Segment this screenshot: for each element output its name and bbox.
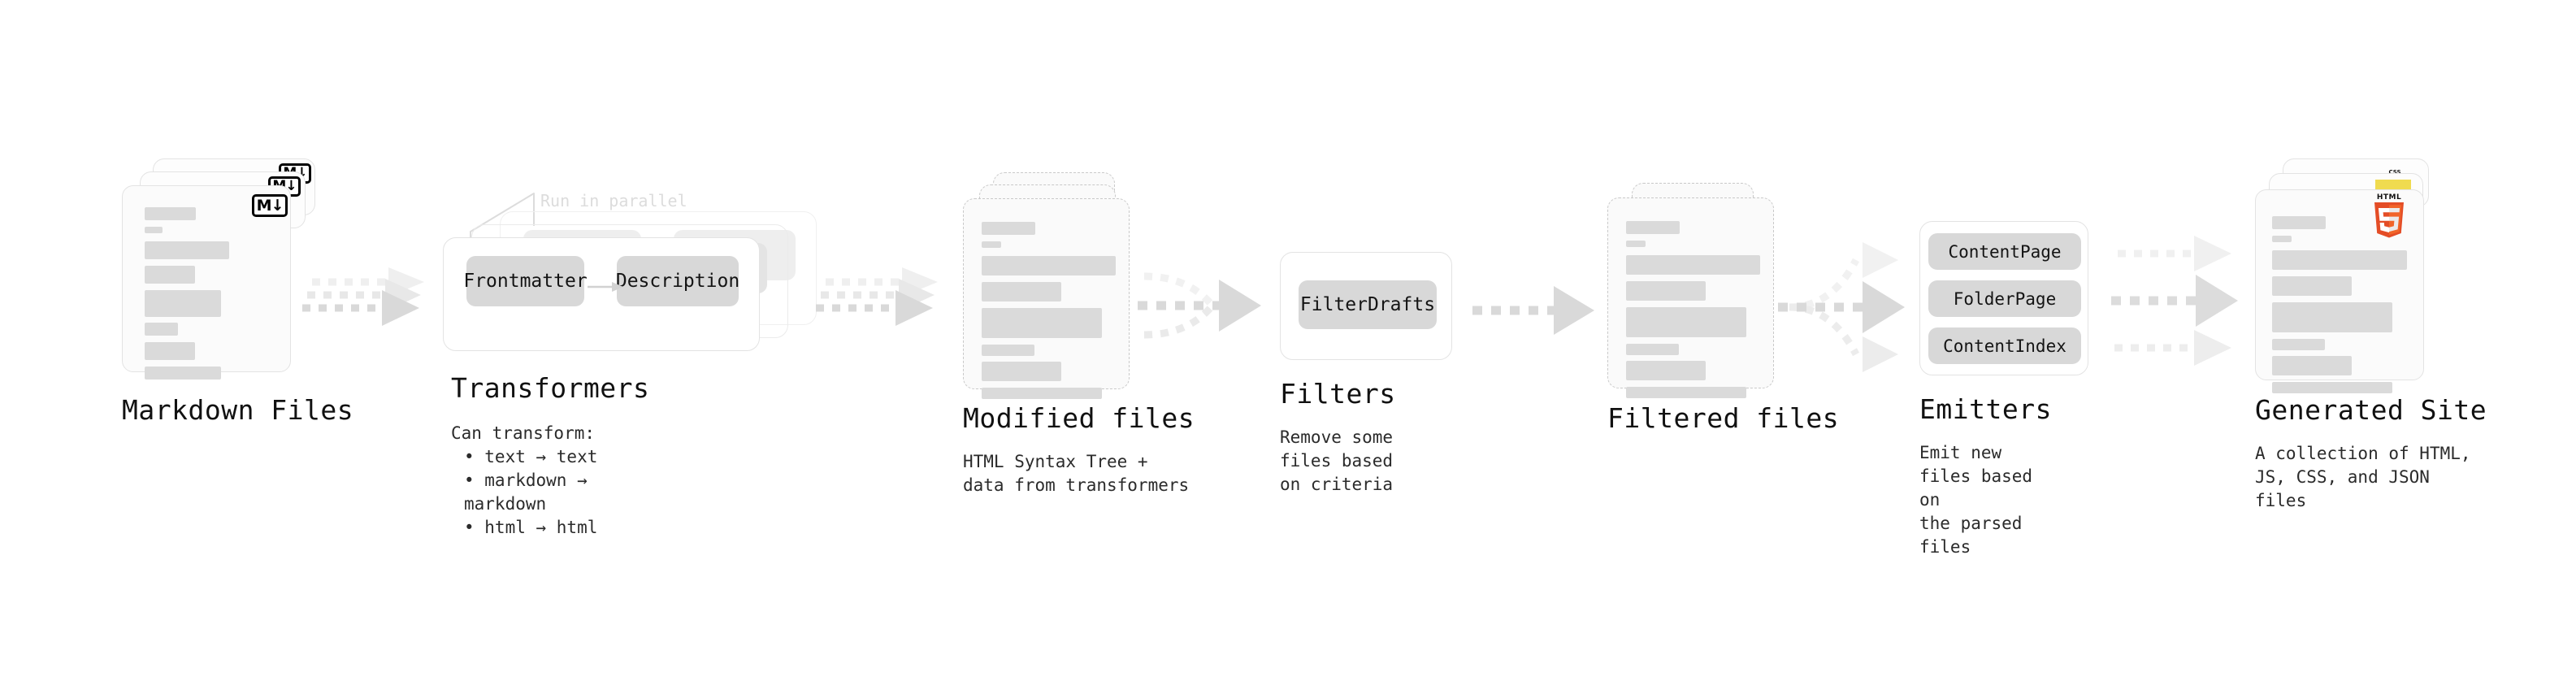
skeleton-line xyxy=(982,282,1061,301)
transformer-box-front[interactable]: Frontmatter Description xyxy=(443,237,760,351)
skeleton-line xyxy=(145,323,178,336)
connector-emitters-to-site xyxy=(2111,236,2238,366)
transformers-caption: Transformers Can transform: • text → tex… xyxy=(451,372,649,540)
markdown-badge-front: M↓ xyxy=(252,194,288,217)
skeleton-line xyxy=(2272,356,2352,375)
html5-shield-icon xyxy=(2374,202,2404,238)
stage-title: Filtered files xyxy=(1607,402,1840,434)
skeleton-line xyxy=(145,367,221,380)
skeleton-line xyxy=(982,388,1102,399)
stage-title: Filters xyxy=(1280,378,1396,410)
skeleton-line xyxy=(2272,302,2392,332)
skeleton-line xyxy=(1626,361,1706,380)
skeleton-line xyxy=(982,362,1061,381)
skeleton-line xyxy=(1626,307,1746,337)
emitter-pill-contentpage[interactable]: ContentPage xyxy=(1928,233,2081,270)
connector-filtered-to-emitters xyxy=(1778,242,1905,372)
generated-site-caption: Generated Site A collection of HTML, JS,… xyxy=(2255,394,2487,513)
filters-box[interactable]: FilterDrafts xyxy=(1280,252,1452,360)
skeleton-line xyxy=(145,342,195,360)
skeleton-line xyxy=(2272,382,2392,393)
skeleton-line xyxy=(2272,236,2292,242)
skeleton-line xyxy=(1626,344,1679,355)
stage-description: A collection of HTML, JS, CSS, and JSON … xyxy=(2255,444,2471,510)
skeleton-line xyxy=(145,290,221,317)
filters-caption: Filters Remove some files based on crite… xyxy=(1280,378,1396,497)
emitter-pill-contentindex[interactable]: ContentIndex xyxy=(1928,327,2081,364)
stage-title: Emitters xyxy=(1919,393,2052,425)
filtered-file-card-front xyxy=(1607,197,1774,398)
skeleton-line xyxy=(982,256,1116,275)
stage-description: Can transform: xyxy=(451,423,596,443)
skeleton-line xyxy=(2272,250,2407,270)
skeleton-line xyxy=(982,308,1102,338)
emitter-pill-folderpage[interactable]: FolderPage xyxy=(1928,280,2081,317)
transformer-pill-frontmatter[interactable]: Frontmatter xyxy=(463,256,588,306)
filtered-files-caption: Filtered files xyxy=(1607,402,1839,434)
skeleton-line xyxy=(2272,276,2352,296)
modified-files-caption: Modified files HTML Syntax Tree + data f… xyxy=(963,402,1195,497)
skeleton-line xyxy=(2272,339,2325,350)
transform-bullet-2: • html → html xyxy=(464,518,598,537)
filter-pill-filterdrafts[interactable]: FilterDrafts xyxy=(1299,280,1437,329)
skeleton-line xyxy=(145,207,196,220)
skeleton-line xyxy=(1626,387,1746,398)
stage-title: Modified files xyxy=(963,402,1195,434)
skeleton-line xyxy=(982,222,1035,235)
css3-badge-label: CSS xyxy=(2388,169,2401,176)
transform-bullet-1: • markdown → markdown xyxy=(464,471,588,514)
stage-description: Remove some files based on criteria xyxy=(1280,427,1394,494)
modified-file-card-front xyxy=(963,198,1130,399)
skeleton-line xyxy=(982,241,1001,248)
stage-title: Generated Site xyxy=(2255,394,2487,426)
stage-title: Markdown Files xyxy=(122,394,354,426)
transformer-pill-description[interactable]: Description xyxy=(616,256,739,306)
stage-description: Emit new files based on the parsed files xyxy=(1919,443,2033,557)
skeleton-line xyxy=(982,345,1034,356)
transform-bullet-0: • text → text xyxy=(464,447,598,466)
skeleton-line xyxy=(145,241,229,259)
skeleton-line xyxy=(1626,255,1760,275)
html5-badge-label: HTML xyxy=(2376,193,2402,202)
emitters-caption: Emitters Emit new files based on the par… xyxy=(1919,393,2052,559)
run-in-parallel-label: Run in parallel xyxy=(540,191,687,210)
stage-title: Transformers xyxy=(451,372,650,404)
skeleton-line xyxy=(1626,281,1706,301)
html5-badge: HTML xyxy=(2371,193,2407,238)
skeleton-line xyxy=(145,227,163,233)
emitters-box[interactable]: ContentPage FolderPage ContentIndex xyxy=(1919,221,2088,375)
skeleton-line xyxy=(1626,221,1680,234)
connector-transformers-to-modified xyxy=(816,267,938,326)
skeleton-line xyxy=(1626,241,1646,247)
skeleton-line xyxy=(2272,216,2326,229)
connector-md-to-transformers xyxy=(302,267,424,326)
stage-description: HTML Syntax Tree + data from transformer… xyxy=(963,452,1190,495)
markdown-files-caption: Markdown Files xyxy=(122,394,353,426)
connector-filters-to-filtered xyxy=(1472,286,1594,335)
skeleton-line xyxy=(145,266,195,284)
connector-modified-to-filters xyxy=(1138,272,1261,339)
